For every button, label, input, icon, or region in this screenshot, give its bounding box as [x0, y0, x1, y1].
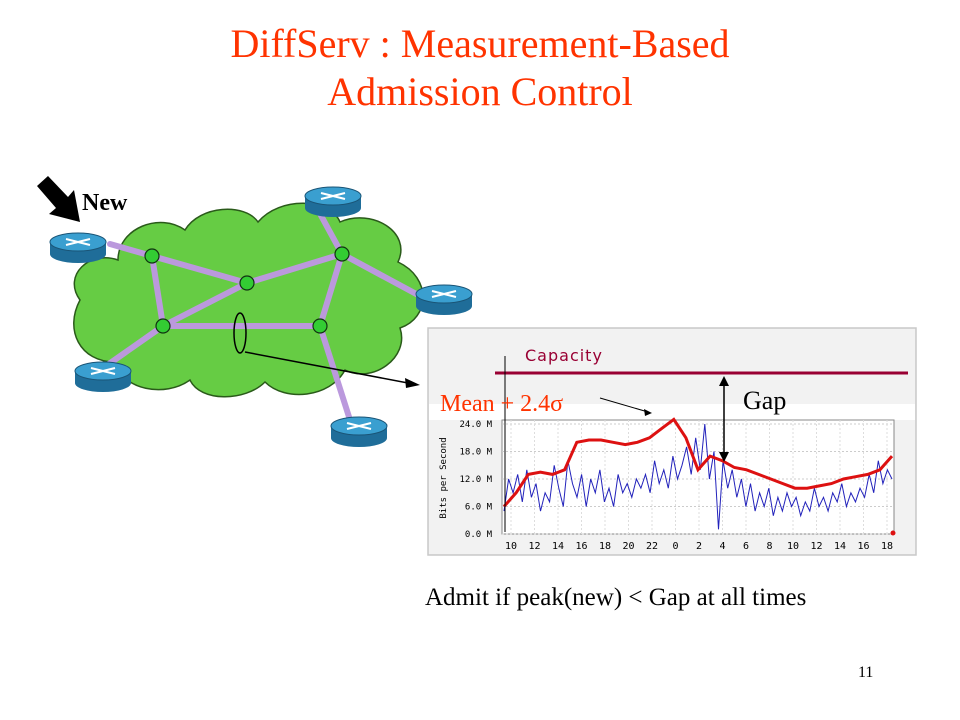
- x-tick-label: 16: [575, 541, 587, 552]
- page-title-line2: Admission Control: [327, 69, 633, 114]
- plot-area: [501, 419, 895, 535]
- x-tick-label: 14: [552, 541, 564, 552]
- y-tick-label: 12.0 M: [459, 475, 492, 485]
- y-tick-label: 0.0 M: [465, 530, 493, 540]
- network-diagram: [37, 176, 473, 447]
- x-tick-label: 4: [719, 541, 725, 552]
- router-icon: [330, 416, 388, 447]
- x-tick-label: 18: [599, 541, 611, 552]
- router-icon: [49, 232, 107, 263]
- x-tick-label: 18: [881, 541, 893, 552]
- chart-label-band: [429, 404, 915, 420]
- x-tick-label: 14: [834, 541, 846, 552]
- x-tick-label: 8: [766, 541, 772, 552]
- router-icon: [415, 284, 473, 315]
- node-green: [144, 248, 160, 264]
- mean-label: Mean + 2.4σ: [440, 391, 563, 417]
- page-title-line1: DiffServ : Measurement-Based: [230, 21, 730, 66]
- x-tick-label: 10: [787, 541, 799, 552]
- router-icon: [304, 186, 362, 217]
- y-tick-label: 24.0 M: [459, 420, 492, 430]
- capacity-label: Capacity: [525, 346, 603, 365]
- y-tick-labels: 0.0 M 6.0 M 12.0 M 18.0 M 24.0 M: [459, 420, 492, 540]
- node-green: [312, 318, 328, 334]
- new-flow-label: New: [82, 190, 128, 216]
- measurement-ellipse: [233, 312, 247, 354]
- end-marker: [890, 530, 896, 536]
- x-tick-label: 20: [622, 541, 634, 552]
- traffic-series-line: [503, 423, 893, 530]
- x-tick-labels: 10 12 14 16 18 20 22 0 2 4 6 8 10 12 14 16 18: [505, 541, 893, 552]
- node-green: [334, 246, 350, 262]
- gap-label: Gap: [743, 386, 787, 415]
- new-flow-arrow-icon: [37, 176, 80, 222]
- x-tick-label: 12: [528, 541, 540, 552]
- page-number: 11: [858, 664, 874, 681]
- node-green: [239, 275, 255, 291]
- mean-pointer-arrowhead: [644, 409, 652, 416]
- x-tick-label: 6: [743, 541, 749, 552]
- mean-envelope-line: [502, 417, 894, 508]
- y-tick-label: 6.0 M: [465, 503, 493, 513]
- y-axis-label: Bits per Second: [439, 437, 449, 518]
- node-green: [155, 318, 171, 334]
- pointer-arrowhead: [405, 378, 420, 388]
- x-tick-label: 12: [810, 541, 822, 552]
- x-tick-label: 2: [696, 541, 702, 552]
- router-icon: [74, 361, 132, 392]
- x-tick-label: 10: [505, 541, 517, 552]
- x-tick-label: 0: [672, 541, 678, 552]
- x-tick-label: 22: [646, 541, 658, 552]
- y-tick-label: 18.0 M: [459, 448, 492, 458]
- admission-rule-caption: Admit if peak(new) < Gap at all times: [425, 584, 807, 611]
- x-tick-label: 16: [857, 541, 869, 552]
